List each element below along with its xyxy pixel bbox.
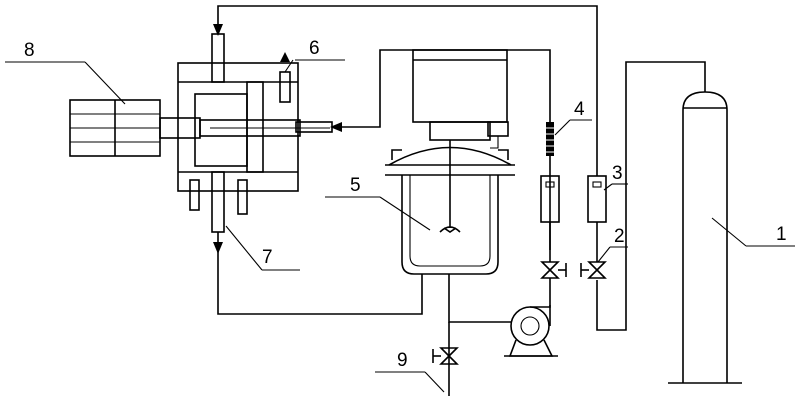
label-8: 8 xyxy=(24,40,35,61)
flow-arrows xyxy=(213,24,342,254)
label-7: 7 xyxy=(262,247,273,268)
label-2: 2 xyxy=(614,226,625,247)
callout-labels: 1 2 3 4 5 6 7 8 9 xyxy=(24,38,787,371)
motor xyxy=(69,99,201,157)
leader-lines xyxy=(5,59,795,393)
label-4: 4 xyxy=(574,99,585,120)
flowmeter-gas xyxy=(587,175,607,223)
valve-liquid xyxy=(540,222,567,290)
pipelines xyxy=(217,5,706,396)
heater-coil xyxy=(546,122,554,156)
gas-cylinder xyxy=(668,84,742,384)
pump xyxy=(504,290,558,357)
reactor-housing xyxy=(177,33,333,233)
valve-drain xyxy=(432,347,459,365)
label-5: 5 xyxy=(350,175,361,196)
valve-gas xyxy=(580,222,607,279)
label-6: 6 xyxy=(309,38,320,59)
label-9: 9 xyxy=(397,350,408,371)
stirred-tank xyxy=(385,49,515,275)
label-1: 1 xyxy=(776,224,787,245)
label-3: 3 xyxy=(612,163,623,184)
